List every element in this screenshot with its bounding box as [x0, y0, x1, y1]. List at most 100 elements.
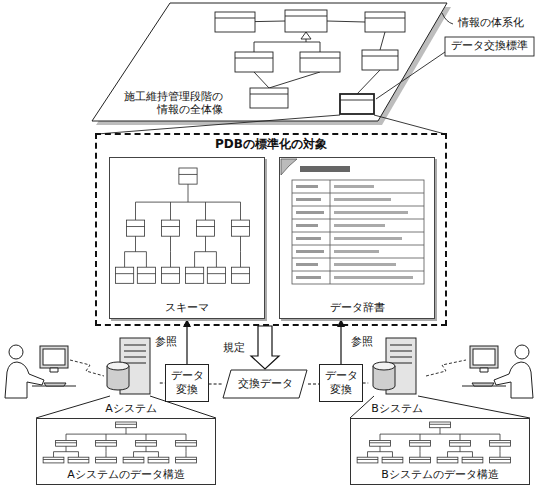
drawing-part — [50, 368, 58, 372]
drawing-part — [185, 273, 203, 274]
drawing-part — [500, 446, 501, 452]
drawing-part — [292, 180, 424, 284]
drawing-part — [390, 345, 412, 346]
drawing-part — [148, 459, 169, 460]
drawing-part — [235, 58, 273, 59]
drawing-part — [66, 434, 67, 440]
drawing-part — [231, 267, 249, 283]
drawing-part — [382, 459, 403, 460]
drawing-part — [250, 88, 288, 108]
drawing-part — [472, 383, 494, 386]
drawing-part — [334, 276, 413, 279]
drawing-part — [254, 72, 269, 88]
node-label: Bシステムのデータ構造 — [381, 468, 499, 482]
drawing-part — [106, 434, 107, 440]
drawing-part — [392, 452, 393, 458]
connector-line — [363, 383, 369, 384]
connector-line — [308, 384, 319, 385]
drawing-part — [126, 428, 127, 434]
drawing-part — [420, 452, 421, 458]
drawing-part — [285, 16, 327, 17]
drawing-part — [515, 345, 529, 359]
drawing-part — [124, 357, 146, 358]
scope-box: PDBの標準化の対象スキーマデータ辞書 — [95, 133, 447, 326]
drawing-part — [462, 457, 483, 463]
drawing-part — [382, 457, 403, 463]
drawing-part — [334, 237, 402, 240]
drawing-part — [450, 440, 471, 446]
drawing-part — [254, 42, 255, 52]
drawing-part — [216, 252, 217, 268]
structure-box: Aシステムのデータ構造 — [36, 418, 216, 485]
drawing-part — [420, 434, 421, 440]
drawing-part — [418, 396, 530, 418]
drawing-part — [292, 271, 424, 272]
drawing-part — [124, 351, 146, 352]
drawing-part — [170, 236, 171, 252]
annotation-label: データ交換標準 — [449, 39, 530, 53]
drawing-part — [410, 440, 431, 446]
drawing-part — [296, 224, 318, 227]
drawing-part — [327, 21, 365, 22]
node-label: Aシステム — [105, 402, 157, 416]
drawing-part — [205, 236, 206, 252]
drawing-part — [135, 236, 136, 252]
drawing-part — [92, 3, 447, 121]
drawing-part — [146, 446, 147, 452]
drawing-part — [292, 245, 424, 246]
drawing-part — [370, 442, 391, 443]
connector — [308, 384, 319, 385]
connector — [251, 326, 279, 369]
drawing-part — [472, 452, 473, 458]
drawing-part — [196, 226, 214, 227]
drawing-part — [207, 273, 225, 274]
drawing-part — [460, 446, 461, 452]
drawing-part — [462, 459, 483, 460]
plane-ground — [92, 3, 447, 121]
drawing-part — [500, 452, 501, 458]
drawing-part — [125, 251, 147, 252]
drawing-part — [292, 258, 424, 259]
drawing-part — [440, 428, 441, 434]
drawing-part — [240, 252, 241, 268]
drawing-part — [373, 362, 395, 370]
dictionary-figure — [281, 159, 424, 284]
drawing-part — [5, 362, 44, 398]
drawing-part — [136, 202, 241, 203]
drawing-part — [176, 459, 197, 460]
system-server: Aシステム — [102, 333, 160, 416]
node-label: 施工維持管理段階の情報の全体像 — [120, 90, 223, 118]
connector-line — [340, 326, 341, 364]
annotation-label: 情報の体系化 — [456, 16, 526, 30]
drawing-part — [420, 446, 421, 452]
drawing-part — [107, 362, 129, 370]
drawing-part — [410, 459, 431, 460]
drawing-part — [240, 202, 241, 220]
drawing-part — [148, 457, 169, 463]
drawing-part — [470, 346, 498, 368]
node-label: Aシステムのデータ構造 — [67, 468, 185, 482]
drawing-part — [185, 267, 203, 283]
edge-label: 参照 — [349, 335, 375, 349]
connector — [209, 384, 222, 385]
drawing-part — [235, 52, 273, 72]
drawing-part — [296, 198, 321, 201]
drawing-part — [300, 52, 340, 72]
drawing-part — [320, 42, 321, 52]
drawing-part — [170, 252, 171, 268]
drawing-part — [137, 267, 155, 283]
drawing-part — [490, 442, 511, 443]
tree-figure — [357, 422, 510, 463]
drawing-part — [380, 32, 385, 50]
drawing-part — [97, 115, 340, 134]
drawing-part — [115, 273, 133, 274]
drawing-part — [161, 220, 179, 236]
drawing-part — [70, 360, 104, 376]
drawing-part — [445, 37, 534, 56]
drawing-part — [136, 440, 157, 446]
drawing-part — [223, 370, 307, 398]
drawing-part — [66, 434, 186, 435]
drawing-part — [231, 220, 249, 236]
